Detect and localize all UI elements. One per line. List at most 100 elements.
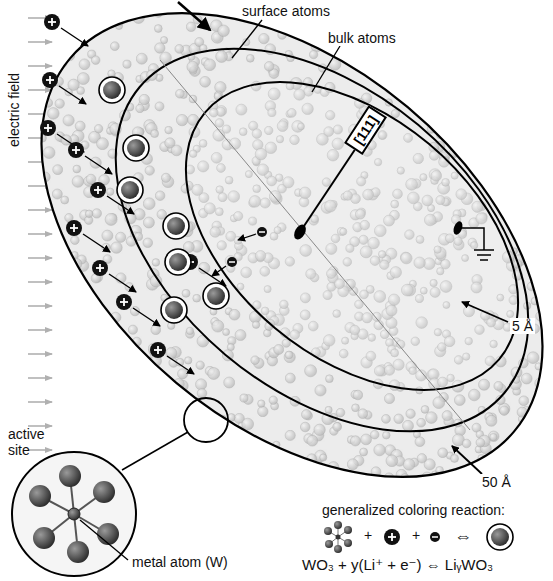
atom <box>73 382 85 394</box>
ion-sign <box>99 264 101 272</box>
atom <box>56 383 65 392</box>
ground-symbol <box>474 249 494 251</box>
field-arrow <box>28 353 52 355</box>
atom <box>64 38 75 49</box>
oxygen-atom <box>344 526 352 534</box>
atom <box>18 9 26 17</box>
atom <box>377 63 387 73</box>
metal-atom <box>68 508 80 520</box>
atom <box>30 313 42 325</box>
atom <box>500 122 511 133</box>
atom <box>216 51 228 63</box>
atom <box>501 44 510 53</box>
atom <box>429 20 439 30</box>
atom <box>483 60 492 69</box>
atom <box>123 60 131 68</box>
atom <box>200 76 211 87</box>
atom <box>35 377 43 385</box>
atom <box>479 151 487 159</box>
atom <box>515 77 522 84</box>
atom <box>53 165 63 175</box>
atom <box>196 361 204 369</box>
atom <box>94 406 106 418</box>
atom <box>49 435 56 442</box>
atom <box>350 436 360 446</box>
atom <box>509 455 517 463</box>
ion <box>150 342 166 358</box>
atom <box>410 12 420 22</box>
atom <box>254 458 263 467</box>
oxygen-atom <box>324 527 332 535</box>
atom <box>354 8 361 15</box>
atom <box>485 179 493 187</box>
atom <box>461 472 469 480</box>
atom <box>468 24 476 32</box>
atom <box>90 409 97 416</box>
atom <box>478 15 488 25</box>
atom <box>246 54 254 62</box>
atom <box>543 54 553 64</box>
field-arrow <box>28 257 52 259</box>
ground-symbol <box>477 254 491 256</box>
atom <box>48 424 55 431</box>
ion-sign <box>75 146 77 154</box>
atom <box>470 98 478 106</box>
colored-site <box>121 181 139 199</box>
atom <box>544 97 552 105</box>
colored-site <box>123 135 149 161</box>
atom <box>476 438 485 447</box>
atom <box>483 80 493 90</box>
atom <box>235 330 246 341</box>
atom <box>161 173 170 182</box>
atom <box>155 191 165 201</box>
atom <box>448 98 458 108</box>
field-arrow <box>28 281 52 283</box>
atom <box>133 434 141 442</box>
colored-site <box>161 297 187 323</box>
atom <box>17 7 24 14</box>
atom <box>34 331 46 343</box>
atom <box>454 46 466 58</box>
atom <box>529 128 538 137</box>
atom <box>249 458 258 467</box>
atom <box>148 420 160 432</box>
atom <box>52 282 64 294</box>
atom <box>528 123 539 134</box>
atom <box>167 407 175 415</box>
atom <box>406 83 415 92</box>
atom <box>179 456 187 464</box>
atom <box>99 322 106 329</box>
oxygen-atom <box>334 545 342 553</box>
atom <box>163 464 171 472</box>
atom <box>259 33 269 43</box>
atom <box>20 148 29 157</box>
atom <box>171 454 182 465</box>
atom <box>483 4 493 14</box>
metal-atom <box>336 535 341 540</box>
atom <box>369 52 377 60</box>
atom <box>86 323 98 335</box>
atom <box>505 107 513 115</box>
atom <box>269 396 277 404</box>
electron <box>257 227 267 237</box>
atom <box>410 18 418 26</box>
label: bulk atoms <box>326 30 398 46</box>
atom <box>462 133 469 140</box>
atom <box>199 425 209 435</box>
ion-sign <box>47 124 49 132</box>
atom <box>486 131 493 138</box>
atom <box>100 354 109 363</box>
atom <box>422 61 432 71</box>
atom <box>34 350 45 361</box>
atom <box>530 224 541 235</box>
atom <box>63 310 71 318</box>
atom <box>256 469 267 480</box>
atom <box>451 454 459 462</box>
atom <box>426 9 434 17</box>
atom <box>518 169 525 176</box>
atom <box>229 309 240 320</box>
atom <box>45 258 57 270</box>
atom <box>535 83 544 92</box>
atom <box>490 153 498 161</box>
atom <box>75 18 83 26</box>
